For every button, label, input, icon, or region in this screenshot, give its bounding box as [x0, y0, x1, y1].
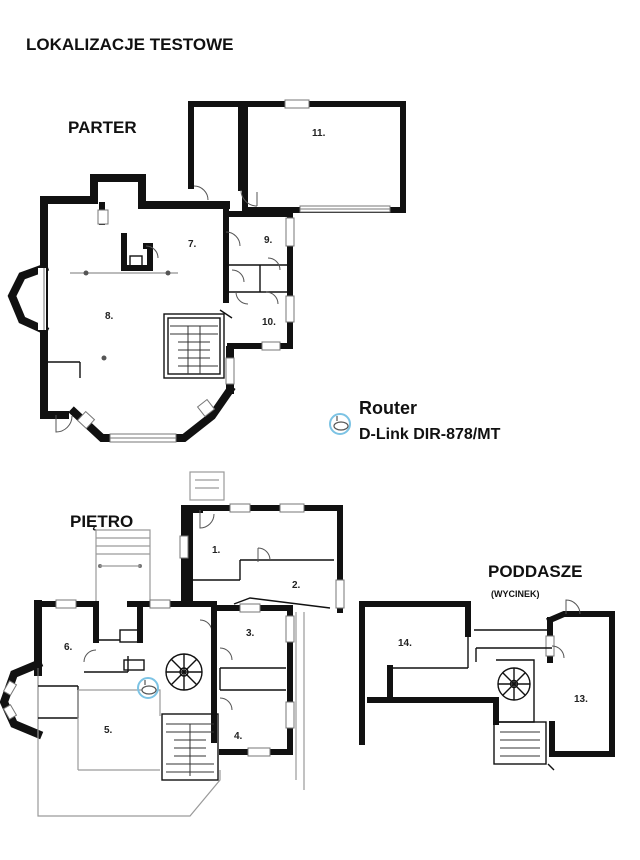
- room-5: 5.: [104, 725, 113, 736]
- room-7: 7.: [188, 239, 197, 250]
- floor-label-parter: PARTER: [68, 118, 137, 137]
- floor-label-pietro: PIĘTRO: [70, 512, 133, 531]
- router-legend-label: Router: [359, 398, 417, 418]
- room-8: 8.: [105, 311, 114, 322]
- room-2: 2.: [292, 580, 301, 591]
- router-marker: [137, 677, 159, 699]
- room-3: 3.: [246, 628, 255, 639]
- floor-label-poddasze: PODDASZE: [488, 562, 582, 581]
- poddasze-plan: [359, 599, 615, 771]
- room-1: 1.: [212, 545, 221, 556]
- pietro-spiral-stair: [165, 653, 203, 691]
- room-4: 4.: [234, 731, 243, 742]
- pietro-plan: [0, 471, 345, 817]
- parter-plan: [7, 99, 406, 443]
- router-legend: Router D-Link DIR-878/MT: [329, 398, 501, 443]
- floor-note-poddasze: (WYCINEK): [491, 589, 540, 599]
- room-13: 13.: [574, 694, 588, 705]
- router-legend-model: D-Link DIR-878/MT: [359, 426, 501, 443]
- page-title: LOKALIZACJE TESTOWE: [26, 35, 233, 54]
- room-6: 6.: [64, 642, 73, 653]
- room-10: 10.: [262, 317, 276, 328]
- room-14: 14.: [398, 638, 412, 649]
- router-icon: [329, 413, 351, 435]
- room-11: 11.: [312, 128, 326, 139]
- room-9: 9.: [264, 235, 273, 246]
